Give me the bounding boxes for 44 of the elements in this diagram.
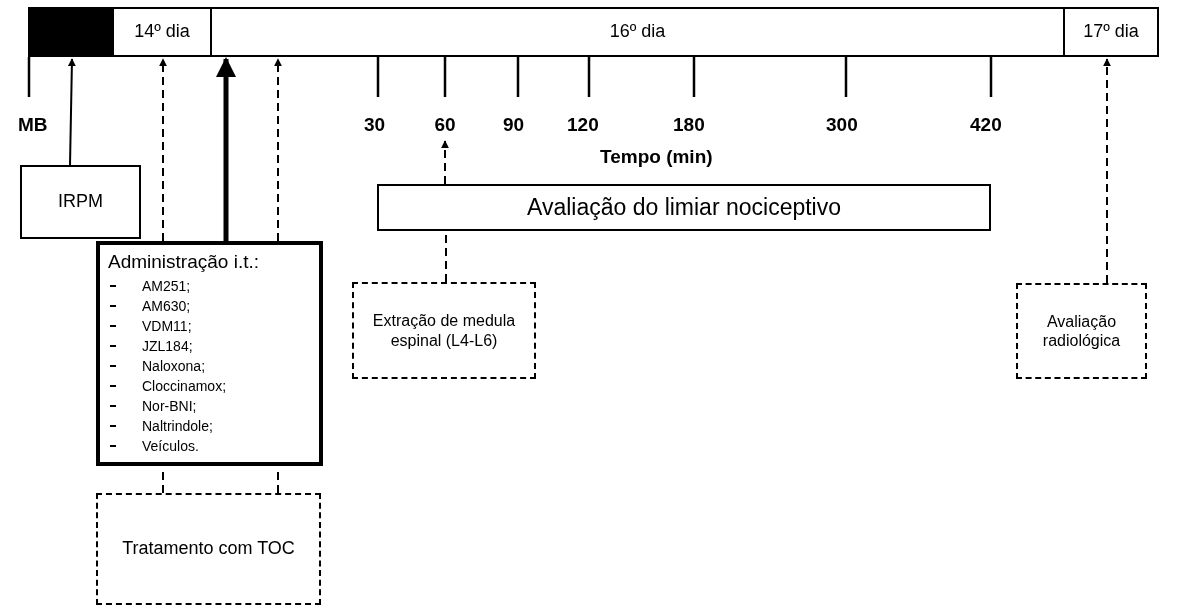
box-heading: Administração i.t.: (108, 251, 259, 274)
process-box (96, 241, 323, 466)
tick-label: 30 (364, 114, 386, 136)
day-label: 16º dia (609, 21, 666, 43)
list-item: AM630; (142, 297, 191, 314)
tick-label: 90 (503, 114, 525, 136)
process-box (352, 282, 536, 379)
process-box (377, 184, 991, 231)
arrow (441, 140, 449, 185)
axis-title: Tempo (min) (600, 146, 713, 168)
process-box (20, 165, 141, 239)
list-item: VDM11; (142, 317, 192, 334)
timeline-segment (1063, 7, 1159, 57)
list-item: Naltrindole; (142, 417, 213, 434)
timeline-segment (112, 7, 212, 57)
box-text: Avaliação radiológica (1041, 311, 1122, 351)
list-item: Cloccinamox; (142, 377, 227, 394)
arrow (216, 57, 236, 241)
arrow (1103, 58, 1111, 284)
list-item: Naloxona; (142, 357, 206, 374)
tick-label: 180 (673, 114, 705, 136)
tick-label: 300 (826, 114, 858, 136)
arrow (67, 58, 76, 166)
list-item: Veículos. (142, 437, 199, 454)
process-box (1016, 283, 1147, 379)
connector-line (445, 232, 447, 283)
box-text: Extração de medula espinal (L4-L6) (371, 311, 517, 350)
box-text: IRPM (57, 191, 104, 213)
tick-label: 420 (970, 114, 1002, 136)
box-text: Avaliação do limiar nociceptivo (525, 193, 843, 222)
tick-label: MB (18, 114, 48, 136)
process-box (96, 493, 321, 605)
list-item: Nor-BNI; (142, 397, 197, 414)
list-item: JZL184; (142, 337, 193, 354)
timeline-segment (28, 7, 114, 57)
list-item: AM251; (142, 277, 191, 294)
tick-label: 60 (425, 111, 465, 139)
day-label: 17º dia (1083, 21, 1139, 43)
arrow (274, 58, 282, 242)
timeline-segment (210, 7, 1065, 57)
arrow (159, 58, 167, 242)
day-label: 14º dia (134, 21, 190, 43)
tick-label: 120 (567, 114, 599, 136)
box-text: Tratamento com TOC (121, 538, 296, 560)
